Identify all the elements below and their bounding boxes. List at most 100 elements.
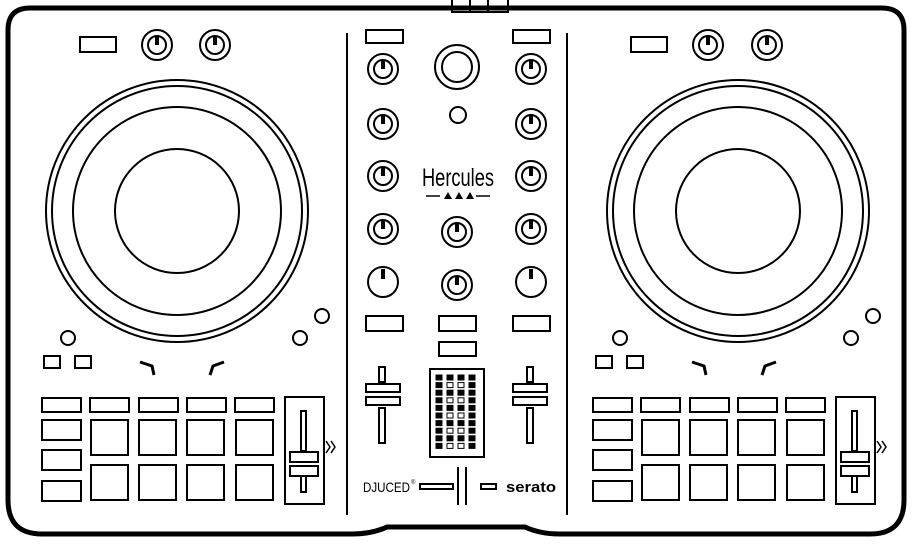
mixer-left-channel-fader[interactable]	[365, 366, 401, 444]
deck-left-pad-4[interactable]	[235, 419, 274, 456]
deck-left-led-b	[292, 330, 308, 346]
vu-meter-segment	[446, 374, 454, 381]
vu-meter-segment	[468, 404, 476, 411]
vu-meter-segment	[457, 389, 465, 396]
deck-right-pad-3[interactable]	[737, 419, 776, 456]
deck-right-pad-4[interactable]	[786, 419, 825, 456]
mixer-left-knob-3[interactable]	[367, 160, 399, 192]
vu-meter-segment	[457, 404, 465, 411]
deck-left-gain-knob[interactable]	[199, 29, 231, 61]
vu-meter-segment	[446, 397, 454, 404]
vu-meter-segment	[446, 382, 454, 389]
vu-meter-segment	[435, 442, 443, 449]
deck-left-pad-7[interactable]	[186, 464, 225, 501]
deck-right-pitch-arrow-right	[760, 360, 777, 376]
deck-right-pad-7[interactable]	[737, 464, 776, 501]
vu-meter-segment	[446, 404, 454, 411]
mixer-right-knob-2[interactable]	[515, 108, 547, 140]
vu-meter-segment	[457, 442, 465, 449]
deck-right-pad-5[interactable]	[641, 464, 680, 501]
deck-right-pad-8[interactable]	[786, 464, 825, 501]
mixer-right-top-button[interactable]	[512, 29, 551, 44]
deck-left-top-button[interactable]	[79, 36, 117, 53]
deck-left-led-a	[60, 330, 76, 346]
deck-left-pad-6[interactable]	[138, 464, 177, 501]
vu-meter-segment	[468, 397, 476, 404]
mixer-center-button-1[interactable]	[438, 315, 477, 332]
deck-right-shift-button[interactable]	[592, 419, 633, 441]
deck-left-mode-button-1[interactable]	[41, 397, 82, 413]
deck-right-pad-6[interactable]	[689, 464, 728, 501]
vu-meter-segment	[435, 420, 443, 427]
mixer-master-knob[interactable]	[434, 44, 480, 90]
deck-right-mode-button-5[interactable]	[785, 397, 826, 413]
deck-left-mode-button-2[interactable]	[89, 397, 130, 413]
mixer-right-channel-fader[interactable]	[512, 366, 548, 444]
deck-left-pad-8[interactable]	[235, 464, 274, 501]
deck-left-mode-button-4[interactable]	[186, 397, 227, 413]
mixer-center-knob-2[interactable]	[441, 269, 473, 301]
deck-right-small-button-1[interactable]	[595, 355, 613, 369]
deck-right-cue-button[interactable]	[592, 449, 633, 471]
deck-right-pad-2[interactable]	[689, 419, 728, 456]
deck-left-filter-knob[interactable]	[141, 29, 173, 61]
vu-meter-segment	[457, 397, 465, 404]
deck-left-mode-button-3[interactable]	[138, 397, 179, 413]
deck-left-small-button-1[interactable]	[43, 355, 61, 369]
vu-meter-segment	[457, 435, 465, 442]
deck-left-shift-button[interactable]	[41, 419, 82, 441]
vu-meter-segment	[457, 374, 465, 381]
deck-left-mode-button-5[interactable]	[234, 397, 275, 413]
mixer-left-cue-button[interactable]	[365, 315, 404, 332]
deck-right-gain-knob[interactable]	[751, 29, 783, 61]
deck-left-cue-button[interactable]	[41, 449, 82, 471]
mixer-left-knob-4[interactable]	[367, 213, 399, 245]
deck-right-mode-button-4[interactable]	[737, 397, 778, 413]
vu-meter-segment	[435, 382, 443, 389]
hercules-logo: Hercules	[422, 164, 494, 192]
deck-left-pad-1[interactable]	[90, 419, 129, 456]
deck-right-pad-1[interactable]	[641, 419, 680, 456]
deck-left-play-button[interactable]	[41, 480, 82, 502]
deck-left-pitch-arrow-left	[139, 360, 156, 376]
deck-right-small-button-2[interactable]	[626, 355, 644, 369]
mixer-left-knob-1[interactable]	[367, 53, 399, 85]
deck-right-led-a	[612, 330, 628, 346]
vu-meter-segment	[468, 382, 476, 389]
mixer-right-filter-knob[interactable]	[515, 266, 547, 298]
crossfader[interactable]	[419, 467, 497, 505]
deck-left-pad-2[interactable]	[138, 419, 177, 456]
deck-right-top-button[interactable]	[630, 36, 668, 53]
mixer-left-filter-knob[interactable]	[367, 266, 399, 298]
deck-left-pitch-fader[interactable]	[284, 396, 336, 505]
deck-right-mode-button-3[interactable]	[689, 397, 730, 413]
vu-meter-segment	[457, 412, 465, 419]
vu-meter-segment	[446, 420, 454, 427]
vu-meter-segment	[435, 389, 443, 396]
mixer-right-knob-1[interactable]	[515, 53, 547, 85]
deck-right-filter-knob[interactable]	[692, 29, 724, 61]
deck-right-led-c	[865, 308, 881, 324]
vu-meter-segment	[435, 374, 443, 381]
deck-right-mode-button-1[interactable]	[592, 397, 633, 413]
deck-right-play-button[interactable]	[592, 480, 633, 502]
deck-right-pitch-fader[interactable]	[835, 396, 887, 505]
mixer-right-knob-4[interactable]	[515, 213, 547, 245]
mixer-right-knob-3[interactable]	[515, 160, 547, 192]
vu-meter-segment	[435, 427, 443, 434]
deck-left-small-button-2[interactable]	[74, 355, 92, 369]
vu-meter-segment	[468, 389, 476, 396]
controller-body	[5, 5, 907, 537]
mixer-center-knob-1[interactable]	[441, 216, 473, 248]
deck-right-mode-button-2[interactable]	[640, 397, 681, 413]
deck-left-pad-3[interactable]	[186, 419, 225, 456]
deck-left-jog-wheel[interactable]	[45, 79, 309, 343]
mixer-left-top-button[interactable]	[365, 29, 404, 44]
deck-right-jog-wheel[interactable]	[606, 79, 870, 343]
mixer-left-knob-2[interactable]	[367, 108, 399, 140]
deck-left-pad-5[interactable]	[90, 464, 129, 501]
mixer-right-cue-button[interactable]	[512, 315, 551, 332]
vu-meter-segment	[468, 442, 476, 449]
mixer-center-button-2[interactable]	[438, 341, 477, 357]
